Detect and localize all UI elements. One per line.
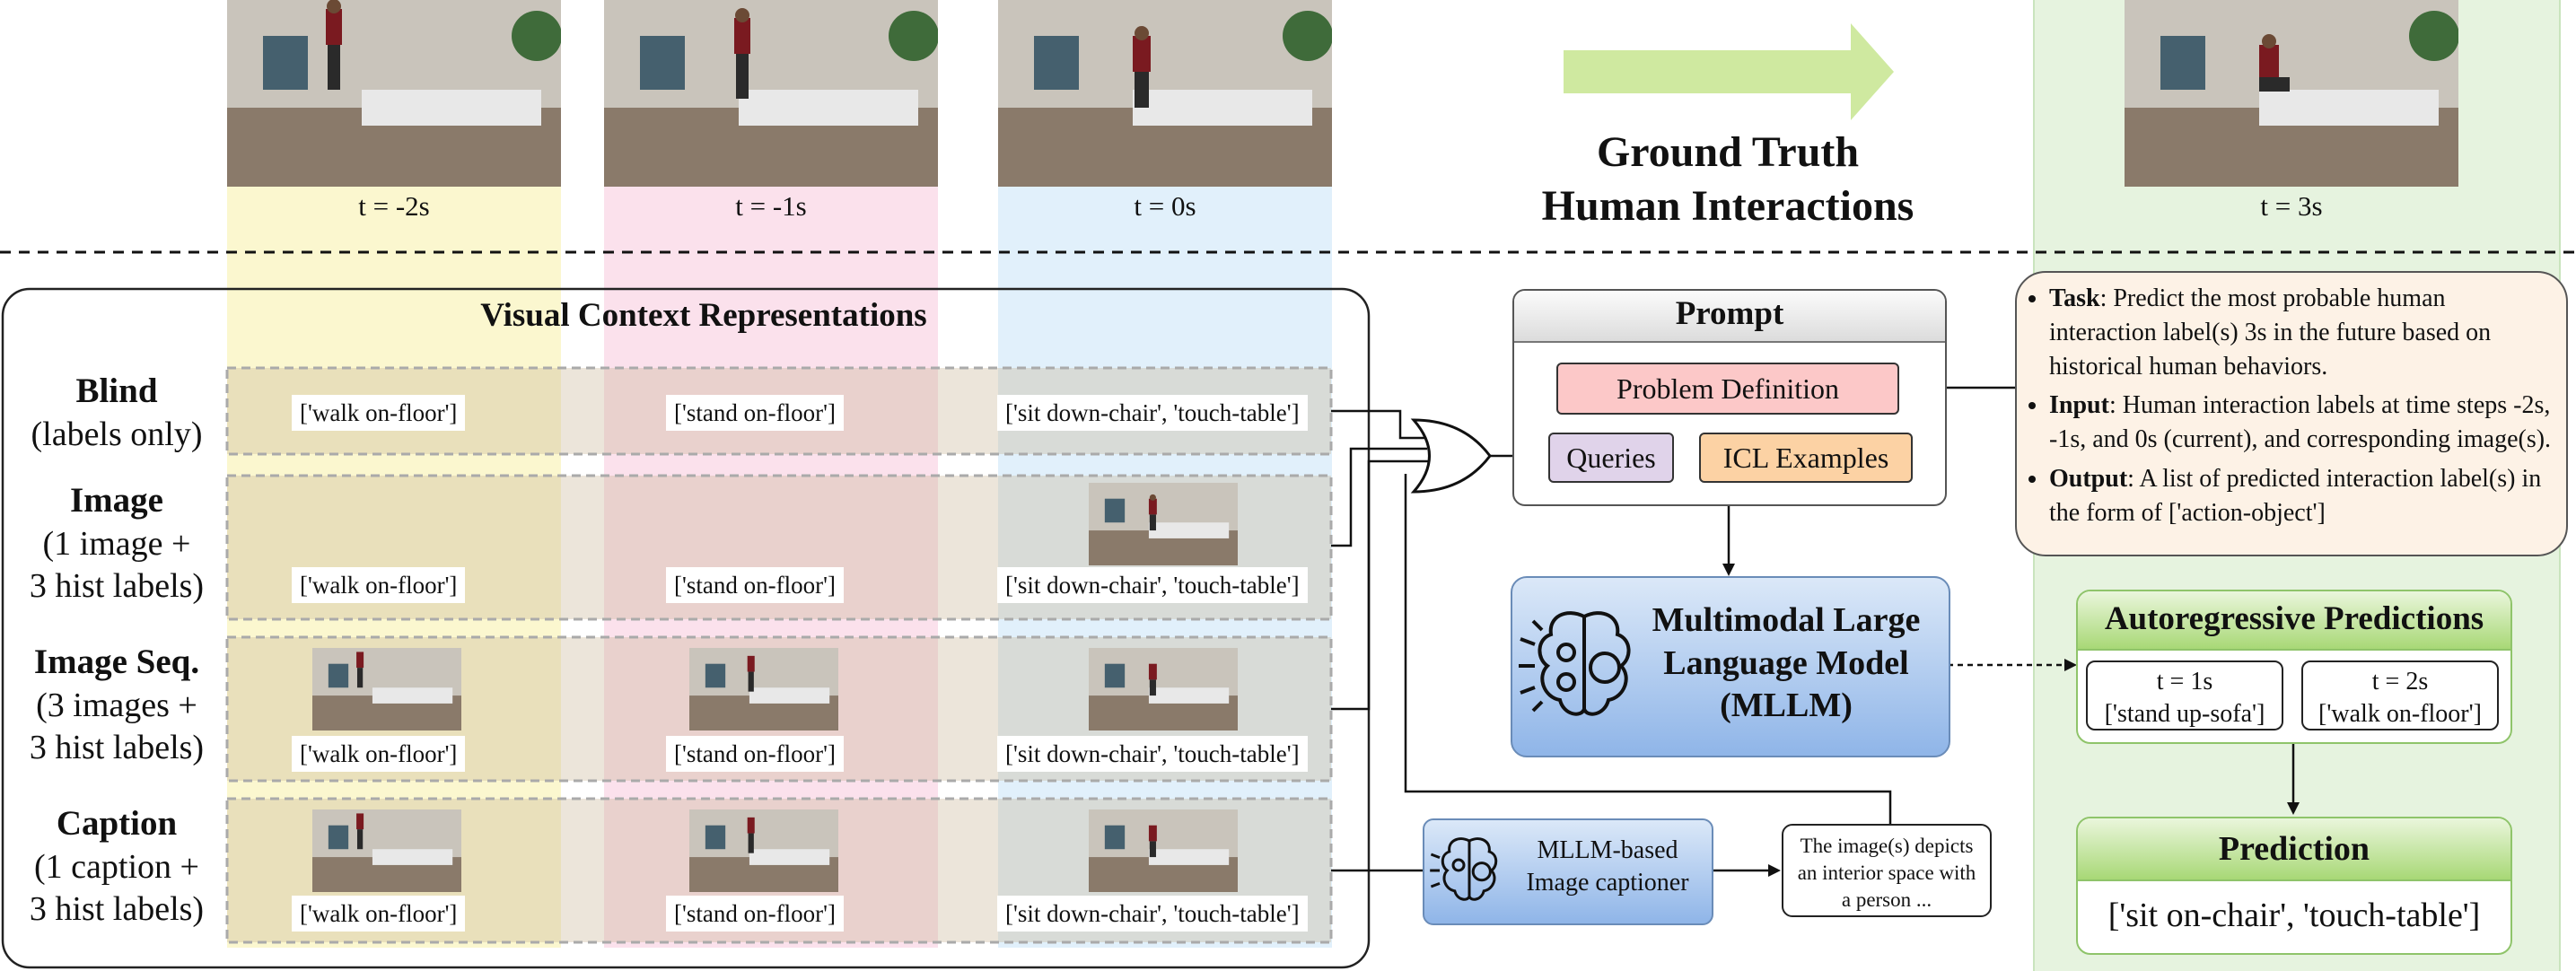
autoregressive-title: Autoregressive Predictions	[2104, 600, 2484, 637]
hist-label: ['sit down-chair', 'touch-table']	[997, 736, 1308, 773]
or-gate	[1410, 418, 1492, 494]
caption-output-box: The image(s) depicts an interior space w…	[1782, 824, 1992, 917]
problem-definition-box: Problem Definition	[1556, 363, 1899, 415]
frame-photo-t-2	[227, 0, 561, 187]
queries-box: Queries	[1548, 433, 1674, 483]
icl-examples-box: ICL Examples	[1699, 433, 1913, 483]
prompt-title: Prompt	[1675, 295, 1784, 332]
prediction-header	[2078, 818, 2510, 881]
row-desc: 3 hist labels)	[29, 890, 205, 929]
autoregressive-item: t = 1s ['stand up-sofa']	[2086, 660, 2283, 730]
thumb-cap-t0	[1089, 809, 1238, 892]
time-label-t-2: t = -2s	[358, 190, 430, 222]
ground-truth-line2: Human Interactions	[1541, 182, 1914, 230]
task-item: Task: Predict the most probable human in…	[2049, 282, 2554, 383]
row-desc: 3 hist labels)	[29, 567, 205, 606]
brain-icon	[1517, 603, 1652, 733]
row-desc: (3 images +	[36, 686, 197, 724]
thumb-seq-t-1	[689, 648, 838, 730]
hist-label: ['sit down-chair', 'touch-table']	[997, 896, 1308, 932]
hist-label: ['stand on-floor']	[666, 567, 844, 604]
row-connectors	[1331, 409, 1892, 872]
captioner-brain-icon	[1429, 833, 1510, 913]
captioner-box	[1423, 818, 1713, 925]
autoregressive-header	[2078, 591, 2510, 651]
prediction-value: ['sit on-chair', 'touch-table']	[2107, 897, 2481, 934]
row-desc: 3 hist labels)	[29, 729, 205, 767]
future-arrow	[1564, 23, 1894, 120]
row-name: Image Seq.	[33, 643, 200, 681]
row-head-image-seq: Image Seq. (3 images + 3 hist labels)	[9, 641, 224, 770]
row-head-blind: Blind (labels only)	[9, 370, 224, 456]
time-label-t-1: t = -1s	[735, 190, 807, 222]
task-description-box: Task: Predict the most probable human in…	[2015, 271, 2568, 556]
thumb-cap-t-2	[312, 809, 461, 892]
hist-label: ['sit down-chair', 'touch-table']	[997, 567, 1308, 604]
hist-label: ['sit down-chair', 'touch-table']	[997, 395, 1308, 432]
frame-photo-t0	[998, 0, 1332, 187]
row-head-image: Image (1 image + 3 hist labels)	[9, 479, 224, 608]
row-head-caption: Caption (1 caption + 3 hist labels)	[9, 802, 224, 932]
output-item: Output: A list of predicted interaction …	[2049, 462, 2554, 530]
visual-context-title: Visual Context Representations	[480, 297, 927, 334]
thumb-seq-t0	[1089, 648, 1238, 730]
row-name: Caption	[56, 804, 178, 843]
prediction-title: Prediction	[2218, 830, 2370, 868]
autoregressive-box	[2076, 590, 2512, 744]
row-name: Blind	[75, 372, 158, 410]
time-label-t3: t = 3s	[2260, 190, 2323, 222]
time-label-t0: t = 0s	[1134, 190, 1196, 222]
frame-photo-t-1	[604, 0, 938, 187]
row-name: Image	[70, 481, 163, 520]
thumb-image-row-t0	[1089, 483, 1238, 565]
hist-label: ['walk on-floor']	[292, 567, 466, 604]
ground-truth-title: Ground Truth Human Interactions	[1490, 126, 1966, 233]
hist-label: ['walk on-floor']	[292, 896, 466, 932]
prediction-box	[2076, 817, 2512, 955]
hist-label: ['stand on-floor']	[666, 896, 844, 932]
hist-label: ['stand on-floor']	[666, 395, 844, 432]
hist-label: ['walk on-floor']	[292, 395, 466, 432]
autoregressive-item: t = 2s ['walk on-floor']	[2301, 660, 2499, 730]
thumb-seq-t-2	[312, 648, 461, 730]
captioner-label: MLLM-based Image captioner	[1526, 836, 1689, 897]
frame-photo-t3	[2125, 0, 2458, 187]
thumb-cap-t-1	[689, 809, 838, 892]
prompt-header	[1514, 291, 1945, 343]
row-desc: (1 image +	[42, 524, 191, 563]
hist-label: ['walk on-floor']	[292, 736, 466, 773]
row-desc: (1 caption +	[34, 847, 199, 886]
input-item: Input: Human interaction labels at time …	[2049, 389, 2554, 457]
row-desc: (labels only)	[31, 415, 203, 453]
ground-truth-line1: Ground Truth	[1596, 128, 1860, 176]
hist-label: ['stand on-floor']	[666, 736, 844, 773]
mllm-label: Multimodal Large Language Model (MLLM)	[1652, 601, 1921, 724]
